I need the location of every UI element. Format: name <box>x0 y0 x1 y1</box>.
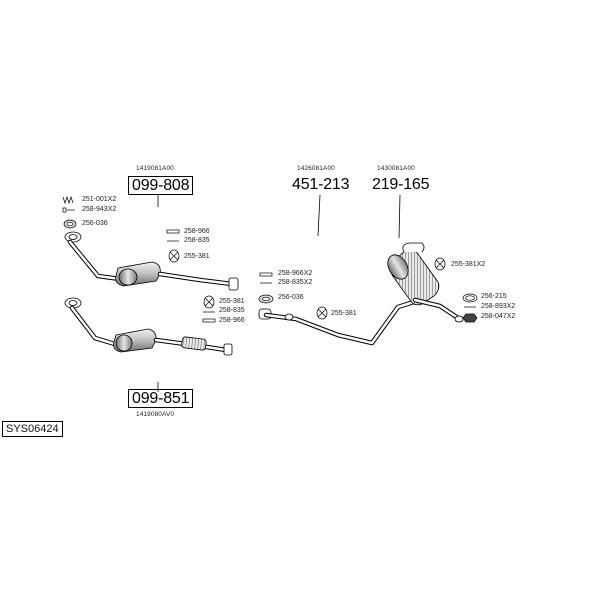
front-pipe-lower <box>64 297 233 356</box>
part-label[interactable]: 255-381 <box>219 298 245 305</box>
assembly-number-box[interactable]: 099-808 <box>128 176 194 195</box>
oem-code: 1430081A00 <box>377 165 415 172</box>
intermediate-pipe <box>258 297 423 346</box>
part-label[interactable]: 258-943X2 <box>82 206 117 213</box>
part-label[interactable]: 258-835X2 <box>278 279 313 286</box>
part-label[interactable]: 256-036 <box>82 220 108 227</box>
assembly-number[interactable]: 219-165 <box>372 176 430 193</box>
assembly-number[interactable]: 451-213 <box>292 176 350 193</box>
part-label[interactable]: 258-047X2 <box>481 313 516 320</box>
rear-muffler <box>387 242 464 323</box>
part-label[interactable]: 255-381X2 <box>451 261 486 268</box>
front-pipe-upper <box>64 231 239 291</box>
part-label[interactable]: 256-215 <box>481 293 507 300</box>
assembly-number-box[interactable]: 099-851 <box>128 389 194 408</box>
part-label[interactable]: 256-036 <box>278 294 304 301</box>
part-label[interactable]: 251-001X2 <box>82 196 117 203</box>
oem-code: 1419081A00 <box>136 165 174 172</box>
leader-lines <box>157 194 401 392</box>
part-label[interactable]: 258-893X2 <box>481 303 516 310</box>
part-label[interactable]: 255-381 <box>184 253 210 260</box>
diagram-id: SYS06424 <box>2 421 63 437</box>
part-label[interactable]: 258-835 <box>219 307 245 314</box>
part-label[interactable]: 258-966 <box>219 317 245 324</box>
part-label[interactable]: 258-966 <box>184 228 210 235</box>
part-icons <box>62 195 478 323</box>
oem-code: 1419080AV0 <box>136 411 175 418</box>
oem-code: 1426081A00 <box>297 165 335 172</box>
part-label[interactable]: 258-966X2 <box>278 270 313 277</box>
part-label[interactable]: 258-835 <box>184 237 210 244</box>
part-label[interactable]: 255-381 <box>331 310 357 317</box>
